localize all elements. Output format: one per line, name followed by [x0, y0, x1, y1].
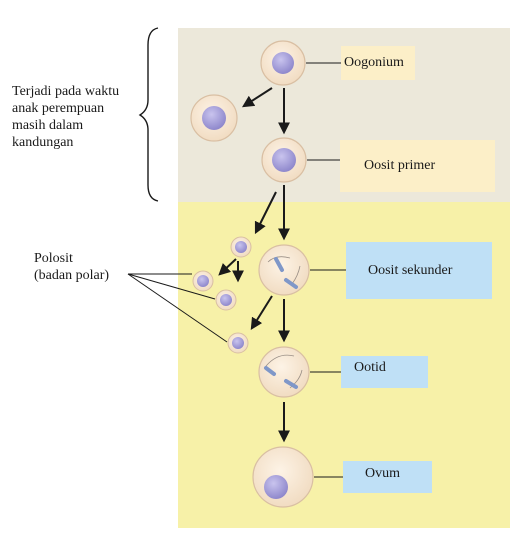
label-oosit-sekunder: Oosit sekunder [346, 242, 492, 299]
prenatal-brace [138, 27, 159, 202]
label-oosit-primer-text: Oosit primer [364, 158, 436, 173]
label-oosit-sekunder-text: Oosit sekunder [368, 262, 453, 278]
label-oogonium-text: Oogonium [344, 55, 404, 70]
prenatal-note-line-1: Terjadi pada waktu [12, 84, 120, 99]
arrow-oogonium-to-side [241, 87, 273, 108]
label-ootid: Ootid [341, 356, 428, 388]
polar-body-2 [192, 270, 214, 292]
polar-body-1 [230, 236, 252, 258]
polosit-note: Polosit (badan polar) [34, 250, 144, 284]
side-cell [190, 94, 238, 142]
oosit-primer-cell [261, 137, 307, 183]
prenatal-note-line-3: masih dalam [12, 118, 84, 133]
ovum-cell [252, 446, 314, 508]
label-ootid-text: Ootid [354, 360, 386, 375]
polar-bodies [192, 236, 252, 354]
label-oogonium: Oogonium [341, 46, 415, 80]
polar-body-3 [215, 289, 237, 311]
polosit-note-line-1: Polosit [34, 251, 73, 266]
arrow-polar-split-left [218, 258, 237, 276]
polosit-note-line-2: (badan polar) [34, 268, 110, 283]
label-ovum: Ovum [343, 461, 432, 493]
arrow-primer-to-polar [254, 191, 277, 235]
prenatal-note: Terjadi pada waktu anak perempuan masih … [12, 83, 152, 151]
oosit-sekunder-cell [258, 244, 310, 296]
ootid-cell [258, 346, 310, 398]
arrow-sekunder-to-polar [250, 295, 273, 331]
label-oosit-primer: Oosit primer [340, 140, 495, 192]
prenatal-note-line-4: kandungan [12, 135, 74, 150]
label-ovum-text: Ovum [365, 466, 400, 481]
polosit-pointer-lines [127, 273, 228, 343]
flow-arrows [218, 87, 290, 443]
prenatal-note-line-2: anak perempuan [12, 101, 105, 116]
oogonium-cell [260, 40, 306, 86]
polar-body-4 [227, 332, 249, 354]
